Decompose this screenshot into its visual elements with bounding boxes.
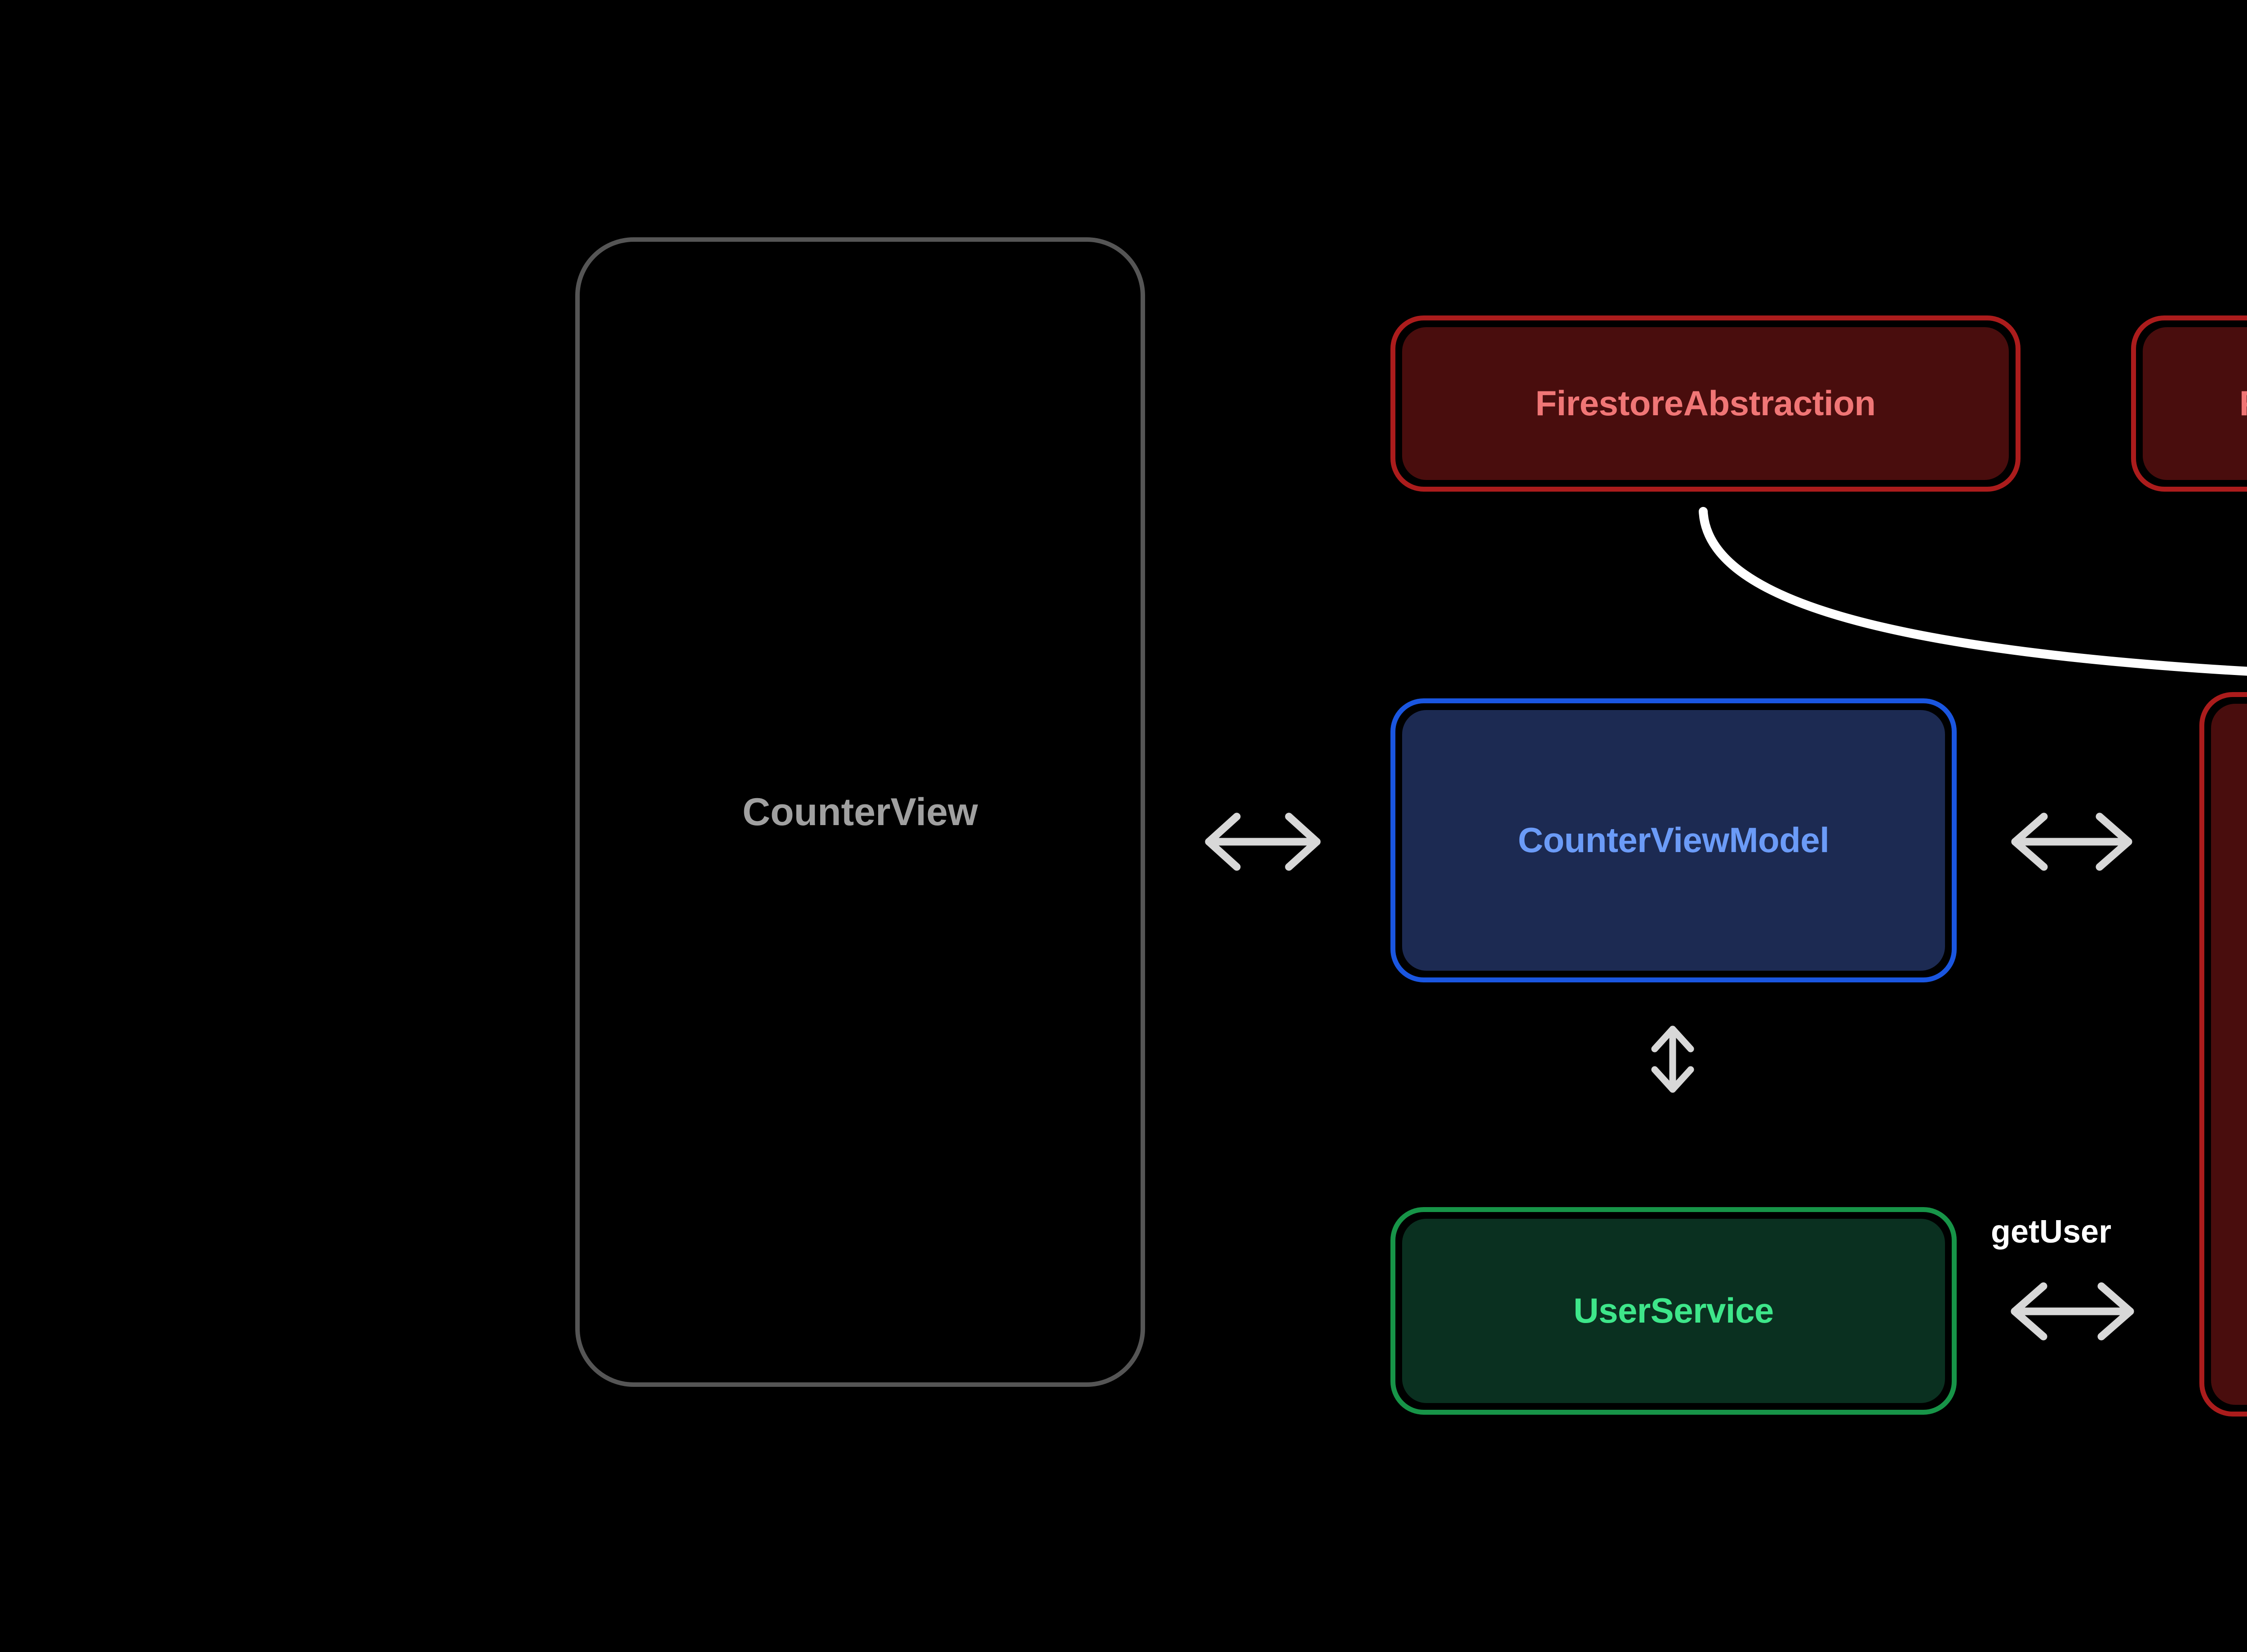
node-counter-view[interactable]: CounterView xyxy=(575,237,1145,1387)
node-firestore-abstraction[interactable]: FirestoreAbstraction xyxy=(1390,315,2021,492)
node-counter-view-label: CounterView xyxy=(742,790,978,834)
node-firestore-abstraction-label: FirestoreAbstraction xyxy=(1535,383,1876,423)
node-counter-view-model[interactable]: CounterViewModel xyxy=(1390,698,1957,982)
node-fill xyxy=(2143,327,2247,480)
node-user-repository[interactable]: UserRepository xyxy=(2199,692,2247,1417)
node-user-service[interactable]: UserService xyxy=(1390,1207,1957,1415)
arrow-counter-view-to-counter-view-model xyxy=(1205,813,1321,871)
arrow-user-service-to-user-repository xyxy=(2011,1282,2134,1341)
node-fill xyxy=(2211,704,2247,1405)
arrow-firestore-abstraction-to-user-repository xyxy=(1699,507,2247,676)
node-counter-view-model-label: CounterViewModel xyxy=(1518,820,1830,860)
arrow-counter-view-model-to-user-repository xyxy=(2011,813,2132,871)
edge-label-get-user: getUser xyxy=(1991,1214,2112,1250)
node-firebase-auth-abstraction-label: FirebaseAuthAbstraction xyxy=(2239,384,2247,423)
node-fill xyxy=(1402,710,1945,971)
node-fill xyxy=(1402,1219,1945,1403)
arrow-counter-view-model-to-user-service xyxy=(1651,1026,1694,1093)
node-fill xyxy=(1402,327,2009,480)
node-user-service-label: UserService xyxy=(1573,1291,1774,1331)
node-firebase-auth-abstraction[interactable]: FirebaseAuthAbstraction xyxy=(2131,315,2247,492)
